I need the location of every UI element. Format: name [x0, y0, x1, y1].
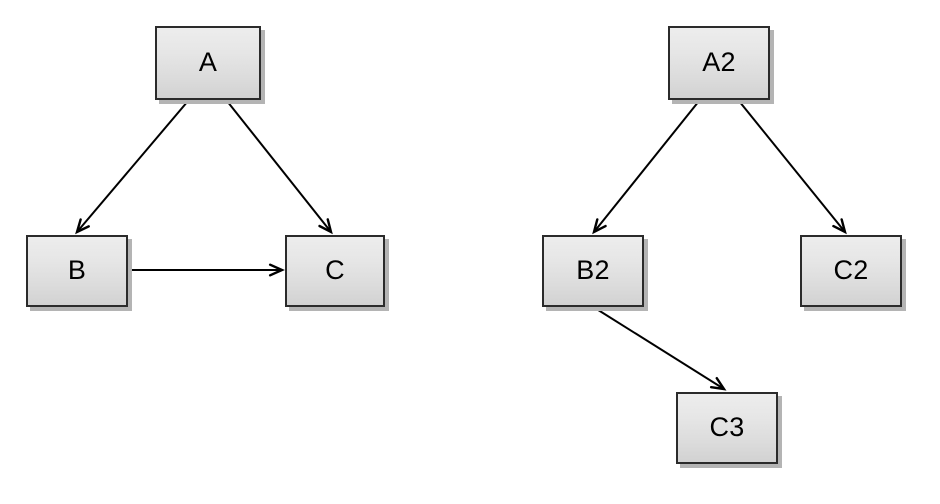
arrowhead-open: [75, 218, 90, 235]
node-label: C3: [709, 411, 745, 442]
node-c2[interactable]: C2: [800, 235, 902, 307]
edge-a-to-c: [226, 100, 333, 235]
edge-line: [76, 100, 189, 233]
node-b2[interactable]: B2: [542, 235, 644, 307]
node-label: A2: [702, 46, 736, 77]
node-label: A: [198, 46, 218, 77]
arrowhead-open: [268, 263, 285, 277]
edge-b-to-c: [130, 263, 285, 277]
node-a2[interactable]: A2: [668, 26, 770, 100]
node-c[interactable]: C: [285, 235, 385, 307]
edge-a2-to-c2: [738, 100, 847, 235]
arrowhead-open: [832, 218, 847, 235]
edge-line: [226, 100, 332, 233]
edge-a-to-b: [75, 100, 189, 235]
node-label: C2: [833, 254, 869, 285]
edge-line: [594, 307, 725, 390]
edges-group: [75, 100, 847, 391]
edge-line: [593, 100, 700, 233]
node-label: B: [67, 254, 87, 285]
node-b[interactable]: B: [26, 235, 128, 307]
node-label: B2: [576, 254, 610, 285]
edge-a2-to-b2: [592, 100, 700, 235]
edge-b2-to-c3: [594, 307, 727, 391]
node-c3[interactable]: C3: [676, 392, 778, 464]
arrowhead-open: [709, 377, 727, 391]
arrowhead-open: [318, 218, 333, 235]
arrowhead-open: [592, 218, 607, 235]
node-a[interactable]: A: [155, 26, 261, 100]
node-label: C: [325, 254, 345, 285]
edge-line: [738, 100, 846, 233]
